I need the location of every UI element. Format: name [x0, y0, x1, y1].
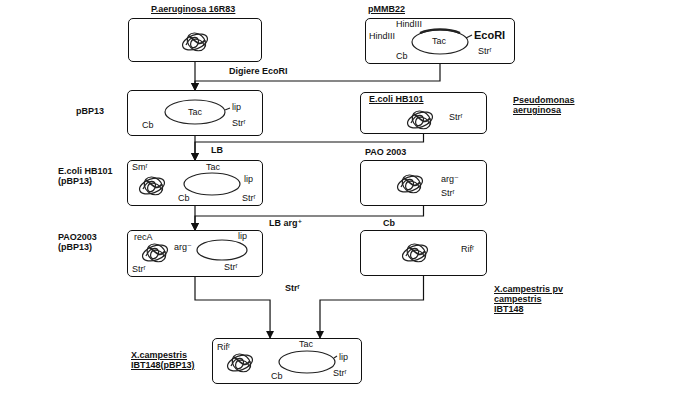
marker-label: Tac — [206, 163, 220, 173]
marker-label: Tac — [188, 108, 202, 118]
leader-line — [334, 356, 337, 358]
strain-name: X.campestris IBT148(pBP13) — [131, 351, 209, 371]
chromosome-drawing — [180, 29, 209, 54]
marker-label: lip — [339, 353, 348, 363]
marker-label: Cb — [271, 372, 283, 382]
chromosome-drawing — [137, 173, 166, 198]
strain-box: pMMB22HindIIIHindIIIEcoRITacStrʳCb — [365, 18, 515, 64]
leader-line — [225, 108, 230, 110]
strain-box: X.campestris pv campestris IBT148Rifʳ — [360, 230, 487, 276]
marker-label: Tac — [432, 37, 446, 47]
chromosome-drawing — [405, 107, 434, 132]
marker-label: Strʳ — [333, 369, 347, 379]
step-label: Strʳ — [284, 284, 301, 294]
marker-label: lip — [244, 175, 253, 185]
step-label: LB — [210, 146, 224, 156]
marker-label: Strʳ — [132, 265, 146, 275]
marker-label: HindIII — [369, 32, 395, 42]
strain-name: PAO2003 (pBP13) — [58, 233, 124, 253]
marker-label: Strʳ — [441, 189, 455, 199]
marker-label: Strʳ — [478, 47, 492, 57]
marker-label: arg⁻ — [441, 175, 459, 185]
promoter-segment — [420, 29, 460, 33]
step-label: LB arg⁺ — [268, 219, 303, 229]
organism-label: Cb — [382, 219, 396, 229]
plasmid-ring — [184, 173, 240, 195]
step-label: Digiere EcoRI — [228, 67, 289, 77]
strain-box: PAO 2003arg⁻Strʳ — [360, 160, 487, 206]
marker-label: Rifʳ — [217, 343, 230, 353]
plasmid-ring — [412, 30, 468, 54]
marker-label: arg⁻ — [174, 243, 192, 253]
strain-box: PAO2003 (pBP13)recAarg⁻StrʳlipStrʳ — [127, 230, 263, 277]
marker-label: Cb — [142, 121, 154, 131]
chromosome-drawing — [225, 350, 254, 375]
flow-arrow — [195, 206, 424, 230]
strain-name: X.campestris pv campestris IBT148 — [494, 285, 572, 315]
marker-label: Strʳ — [224, 263, 238, 273]
strain-name: E.coli HB101 — [369, 95, 424, 105]
marker-label: Strʳ — [242, 194, 256, 204]
marker-label: Strʳ — [449, 113, 463, 123]
marker-label: Strʳ — [232, 119, 246, 129]
strain-box: E.coli HB101Strʳ — [360, 92, 487, 134]
marker-label: EcoRI — [474, 29, 505, 41]
flow-arrow — [320, 276, 424, 338]
strain-name: pMMB22 — [368, 5, 405, 15]
flow-arrow — [195, 64, 440, 90]
marker-label: HindIII — [396, 20, 422, 30]
leader-line — [466, 35, 472, 38]
marker-label: Smʳ — [132, 163, 148, 173]
marker-label: lip — [238, 232, 247, 242]
strain-name: pBP13 — [76, 107, 104, 117]
flow-arrow — [195, 277, 270, 338]
strain-name: P.aeruginosa 16R83 — [151, 5, 235, 15]
plasmid-ring — [279, 351, 335, 373]
marker-label: Cb — [396, 52, 408, 62]
strain-box: pBP13TaclipCbStrʳ — [127, 90, 263, 136]
organism-label: Pseudomonas aeruginosa — [512, 96, 584, 116]
strain-name: PAO 2003 — [365, 148, 406, 158]
marker-label: Tac — [299, 340, 313, 350]
strain-name: E.coli HB101 (pBP13) — [58, 167, 124, 187]
flow-arrow — [195, 134, 424, 160]
strain-box: E.coli HB101 (pBP13)SmʳTaclipCbStrʳ — [127, 160, 263, 206]
chromosome-drawing — [140, 240, 169, 265]
chromosome-drawing — [395, 171, 424, 196]
chromosome-drawing — [400, 240, 429, 265]
plasmid-ring — [197, 240, 247, 260]
marker-label: recA — [134, 233, 153, 243]
marker-label: lip — [232, 103, 241, 113]
plasmid-ring — [165, 100, 225, 124]
strain-box: X.campestris IBT148(pBP13)RifʳTaclipCbSt… — [212, 338, 362, 384]
marker-label: Rifʳ — [461, 245, 474, 255]
marker-label: Cb — [178, 194, 190, 204]
strain-box: P.aeruginosa 16R83 — [128, 18, 262, 62]
